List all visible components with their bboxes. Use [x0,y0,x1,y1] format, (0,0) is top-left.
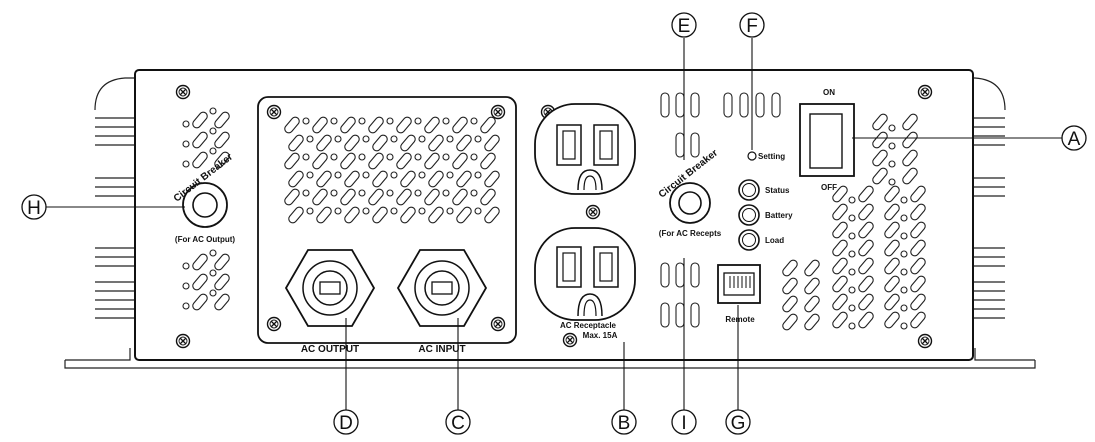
battery-label: Battery [765,211,793,220]
svg-text:D: D [339,413,353,434]
ac-input-label: AC INPUT [418,344,465,355]
vent-slot-vertical [771,92,781,118]
callout-F: F [739,12,765,38]
vent-slot-vertical [690,132,700,158]
status-led [738,179,760,201]
vent-slot-vertical [739,92,749,118]
callout-A: A [1061,125,1087,151]
ac-output-circuit-breaker[interactable] [182,182,228,228]
vent-slot-vertical [755,92,765,118]
switch-off-label: OFF [821,183,837,192]
ac-receptacle-label: AC Receptacle [560,321,617,330]
setting-indicator[interactable] [747,151,757,161]
ac-receptacle-top[interactable] [534,103,636,195]
battery-led [738,204,760,226]
svg-text:F: F [746,16,758,37]
vent-slot-vertical [723,92,733,118]
remote-label: Remote [725,315,755,324]
ac-receptacle-bottom[interactable] [534,227,636,321]
callout-H: H [21,194,47,220]
vent-slot-vertical [660,262,670,288]
for-ac-output-label: (For AC Output) [175,235,235,244]
setting-label: Setting [758,152,785,161]
vent-slot-vertical [690,262,700,288]
vent-slot-vertical [660,92,670,118]
receptacle-bottom-screw [562,332,578,348]
callout-B: B [611,409,637,435]
ac-output-connector[interactable] [284,249,376,327]
center-vent-slots [660,92,781,328]
svg-text:H: H [27,198,41,219]
power-switch[interactable] [799,103,855,177]
svg-text:I: I [681,413,686,434]
receptacle-center-screw [585,204,601,220]
ac-output-label: AC OUTPUT [301,344,359,355]
switch-on-label: ON [823,88,835,97]
svg-text:G: G [731,413,746,434]
vent-slot-vertical [690,92,700,118]
svg-text:C: C [451,413,465,434]
status-label: Status [765,186,790,195]
ac-receptacle-rating: Max. 15A [583,331,618,340]
load-label: Load [765,236,784,245]
heatsink-fins [64,77,1036,369]
callout-C: C [445,409,471,435]
svg-text:E: E [678,16,691,37]
ac-input-connector[interactable] [396,249,488,327]
callout-D: D [333,409,359,435]
remote-port[interactable] [717,264,761,304]
ac-recepts-circuit-breaker[interactable] [669,182,711,224]
callout-E: E [671,12,697,38]
vent-slot-vertical [690,302,700,328]
svg-text:A: A [1068,129,1081,150]
for-ac-recepts-label: (For AC Recepts [659,229,722,238]
svg-text:B: B [618,413,631,434]
vent-slot-vertical [660,302,670,328]
load-led [738,229,760,251]
leader-lines [46,38,1062,410]
callout-I: I [671,409,697,435]
callout-G: G [725,409,751,435]
